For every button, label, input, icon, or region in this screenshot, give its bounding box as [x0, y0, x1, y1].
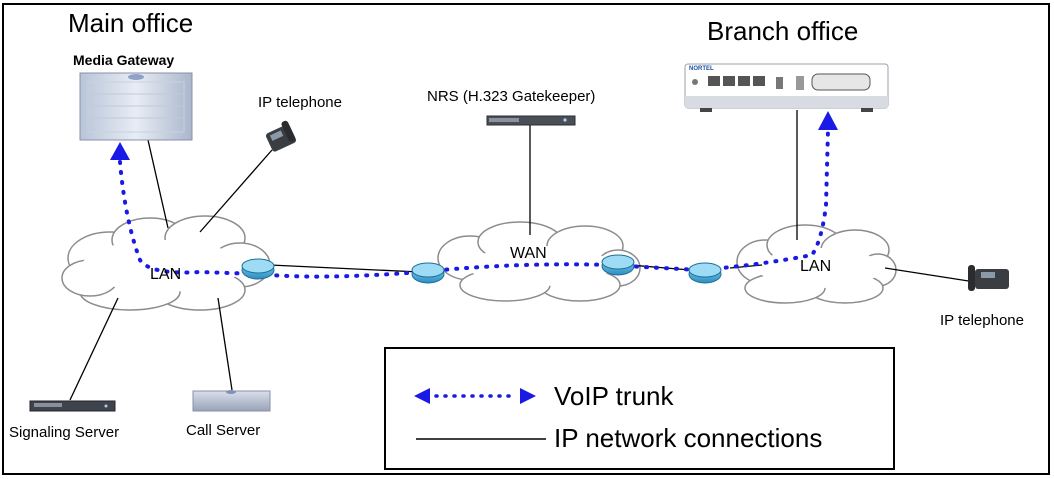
branch-brand-label: NORTEL [689, 66, 714, 72]
router-icon [241, 258, 275, 280]
legend-voip-trunk-label: VoIP trunk [554, 381, 674, 411]
signaling-server-label: Signaling Server [9, 424, 120, 441]
lan-branch-label: LAN [800, 258, 832, 275]
signaling-server-device [29, 400, 116, 412]
legend-box: VoIP trunk IP network connections [384, 347, 895, 470]
legend-swatches [414, 388, 546, 440]
wan-label: WAN [510, 245, 547, 262]
main-office-title: Main office [68, 8, 194, 38]
ip-network-lines [69, 110, 976, 401]
lan-main-cloud [61, 215, 271, 311]
router-icon [601, 254, 635, 276]
ip-telephone-branch-device [968, 265, 1009, 291]
branch-office-title: Branch office [707, 16, 859, 46]
wan-cloud [437, 221, 641, 302]
trunk-arrow-main [110, 142, 130, 160]
trunk-arrow-branch [818, 111, 838, 130]
media-gateway-device [79, 72, 193, 141]
media-gateway-label: Media Gateway [73, 52, 175, 68]
ip-telephone-main-device [265, 120, 297, 152]
ip-telephone-branch-label: IP telephone [940, 312, 1024, 329]
call-server-device [192, 390, 271, 412]
nrs-gatekeeper-device [486, 115, 576, 126]
branch-office-device [684, 63, 889, 112]
legend-trunk-swatch [414, 388, 536, 404]
router-icon [688, 262, 722, 284]
router-icon [411, 262, 445, 284]
ip-telephone-main-label: IP telephone [258, 94, 342, 111]
nrs-label: NRS (H.323 Gatekeeper) [427, 88, 596, 105]
legend-ip-network-label: IP network connections [554, 423, 823, 453]
lan-main-label: LAN [150, 266, 182, 283]
call-server-label: Call Server [186, 422, 261, 439]
